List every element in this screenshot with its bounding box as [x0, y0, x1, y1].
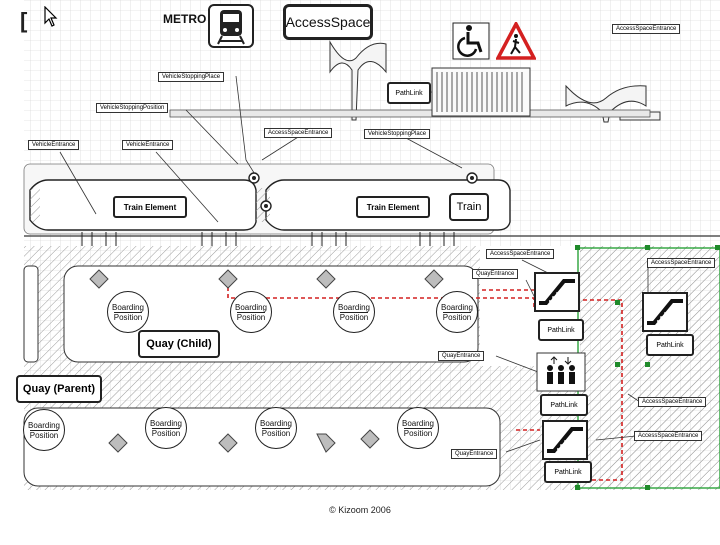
boarding-position-label: Position [261, 427, 291, 438]
boarding-position-label: Boarding [259, 418, 293, 428]
boarding-position-label: Boarding [111, 302, 145, 312]
track-nodes [248, 172, 478, 212]
ticket-barrier [431, 67, 531, 117]
access-space-entrance-tag-4[interactable]: AccessSpaceEntrance [647, 258, 716, 268]
leader-lines [59, 75, 649, 453]
car-doors [81, 232, 455, 246]
escalator-icon [534, 272, 580, 312]
access-space-entrance-tag-6[interactable]: AccessSpaceEntrance [634, 431, 703, 441]
access-space-entrance-tag-3[interactable]: AccessSpaceEntrance [486, 249, 555, 259]
train-element-box-2[interactable]: Train Element [356, 196, 430, 218]
quay-child-box[interactable]: Quay (Child) [138, 330, 220, 358]
path-link-box-4[interactable]: PathLink [544, 461, 592, 483]
boarding-position-label: Boarding [337, 302, 371, 312]
train-element-box-1[interactable]: Train Element [113, 196, 187, 218]
cursor-arrow-icon [44, 6, 58, 27]
boarding-position-label: Position [403, 427, 433, 438]
copyright-text: © Kizoom 2006 [329, 505, 391, 515]
right-access-area [580, 246, 720, 490]
wheelchair-icon [452, 22, 490, 60]
quay-parent-lower-area [23, 407, 501, 487]
access-space-entrance-tag-2[interactable]: AccessSpaceEntrance [264, 128, 333, 138]
boarding-position-label: Position [113, 311, 143, 322]
access-space-entrance-tag[interactable]: AccessSpaceEntrance [612, 24, 681, 34]
boarding-position-label: Position [151, 427, 181, 438]
access-space-box[interactable]: AccessSpace [283, 4, 373, 40]
boarding-position-label: Boarding [149, 418, 183, 428]
metro-label: METRO [163, 12, 207, 26]
boarding-position-label: Position [236, 311, 266, 322]
quay-entrance-tag-2[interactable]: QuayEntrance [438, 351, 485, 361]
boarding-position-label: Boarding [234, 302, 268, 312]
boarding-position-label: Position [339, 311, 369, 322]
path-link-box-3[interactable]: PathLink [540, 394, 588, 416]
quay-entrance-tag-3[interactable]: QuayEntrance [451, 449, 498, 459]
boarding-position-label: Boarding [401, 418, 435, 428]
bracket-mark: [ [20, 8, 28, 33]
people-group-icon [536, 352, 586, 392]
quay-child-left-area [23, 265, 39, 363]
boarding-position-label: Boarding [27, 420, 61, 430]
vehicle-stopping-place-tag[interactable]: VehicleStoppingPlace [158, 72, 225, 82]
path-link-box-1[interactable]: PathLink [538, 319, 584, 341]
vehicle-entrance-tag-1[interactable]: VehicleEntrance [28, 140, 80, 150]
boarding-position-label: Position [29, 429, 59, 440]
metro-train-icon [208, 4, 254, 48]
boarding-position-label: Boarding [440, 302, 474, 312]
quay-entrance-tag-1[interactable]: QuayEntrance [472, 269, 519, 279]
path-link-box-top[interactable]: PathLink [387, 82, 431, 104]
stopping-point-markers [89, 269, 444, 453]
vehicle-stopping-place-tag-2[interactable]: VehicleStoppingPlace [364, 129, 431, 139]
mezzanine-bar [169, 109, 651, 118]
boarding-position-label: Position [442, 311, 472, 322]
vehicle-stopping-position-tag[interactable]: VehicleStoppingPosition [96, 103, 169, 113]
escalator-icon-2 [642, 292, 688, 332]
vehicle-entrance-tag-2[interactable]: VehicleEntrance [122, 140, 174, 150]
access-space-entrance-tag-5[interactable]: AccessSpaceEntrance [638, 397, 707, 407]
quay-parent-box[interactable]: Quay (Parent) [16, 375, 102, 403]
escalator-icon-3 [542, 420, 588, 460]
pedestrian-warning-icon [496, 22, 536, 60]
path-link-box-2[interactable]: PathLink [646, 334, 694, 356]
train-box[interactable]: Train [449, 193, 489, 221]
